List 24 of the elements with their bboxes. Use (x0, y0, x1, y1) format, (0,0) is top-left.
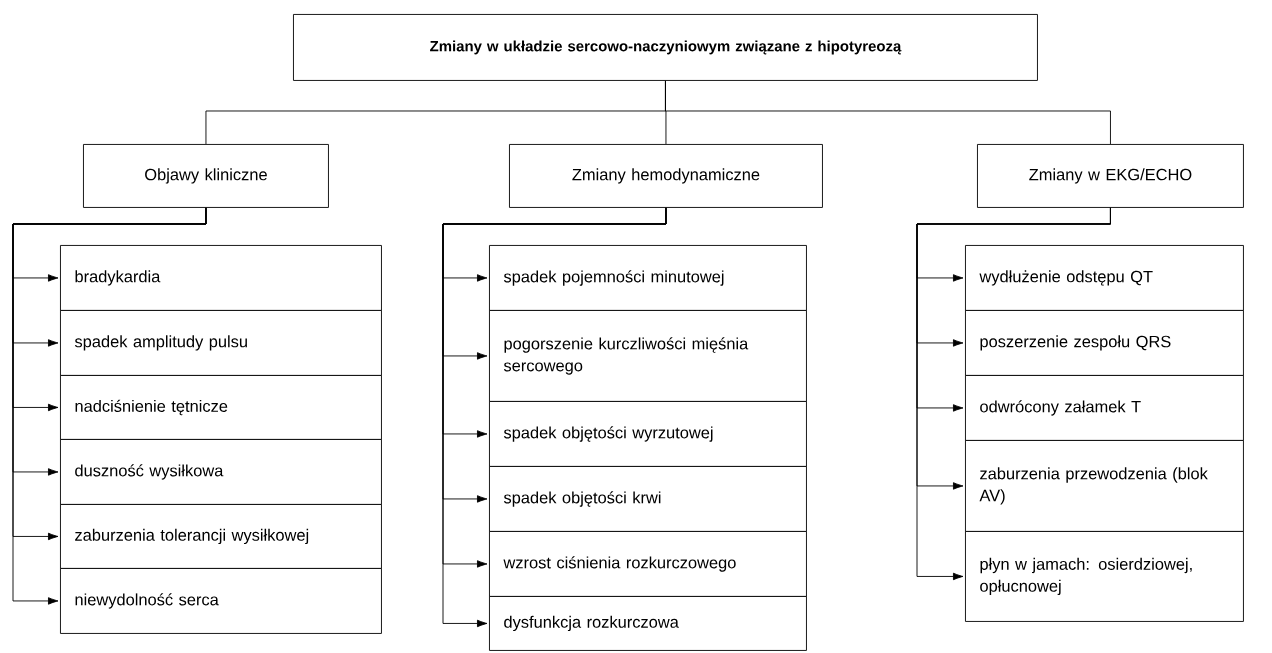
arrow (12, 207, 207, 605)
item-box: bradykardia (60, 245, 382, 311)
item-box: duszność wysiłkowa (60, 439, 382, 505)
item-box: zaburzenia przewodzenia (blok AV) (965, 440, 1244, 532)
item-box: wydłużenie odstępu QT (965, 245, 1244, 311)
title-box: Zmiany w układzie sercowo-naczyniowym związane z hipotyreozą (293, 14, 1038, 81)
item-box: zaburzenia tolerancji wysiłkowej (60, 504, 382, 569)
item-box: spadek objętości krwi (489, 466, 807, 532)
item-box: płyn w jamach: osierdziowej, opłucnowej (965, 531, 1244, 622)
arrow (916, 207, 1111, 581)
item-box: spadek objętości wyrzutowej (489, 401, 807, 467)
category-box: Zmiany hemodynamiczne (509, 144, 823, 208)
item-box: poszerzenie zespołu QRS (965, 310, 1244, 376)
item-box: spadek amplitudy pulsu (60, 310, 382, 376)
item-box: nadciśnienie tętnicze (60, 375, 382, 440)
connector-line (665, 80, 1111, 145)
item-box: wzrost ciśnienia rozkurczowego (489, 531, 807, 597)
category-box: Objawy kliniczne (83, 144, 329, 208)
item-box: pogorszenie kurczliwości mięśnia sercowego (489, 310, 807, 402)
item-box: odwrócony załamek T (965, 375, 1244, 441)
item-box: spadek pojemności minutowej (489, 245, 807, 311)
category-box: Zmiany w EKG/ECHO (977, 144, 1244, 208)
item-box: dysfunkcja rozkurczowa (489, 596, 807, 651)
item-box: niewydolność serca (60, 568, 382, 634)
